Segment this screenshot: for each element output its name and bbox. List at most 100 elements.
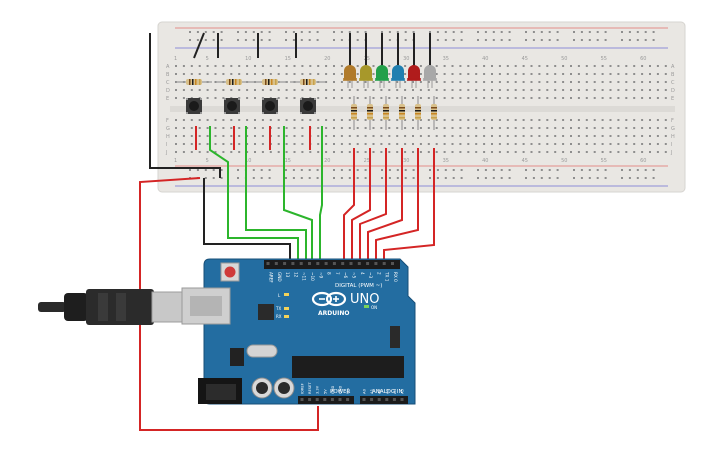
breadboard-hole[interactable] bbox=[198, 119, 201, 121]
rail-hole[interactable] bbox=[604, 169, 607, 171]
rail-hole[interactable] bbox=[556, 177, 559, 179]
breadboard-hole[interactable] bbox=[364, 81, 367, 83]
led[interactable] bbox=[375, 65, 389, 88]
rail-hole[interactable] bbox=[644, 39, 647, 41]
breadboard-hole[interactable] bbox=[404, 65, 407, 67]
resistor[interactable] bbox=[176, 79, 212, 85]
rail-hole[interactable] bbox=[252, 31, 255, 33]
rail-hole[interactable] bbox=[212, 177, 215, 179]
breadboard-hole[interactable] bbox=[238, 143, 241, 145]
breadboard-hole[interactable] bbox=[585, 119, 588, 121]
rail-hole[interactable] bbox=[356, 39, 359, 41]
breadboard-hole[interactable] bbox=[261, 65, 264, 67]
digital-pin[interactable] bbox=[357, 262, 361, 265]
breadboard-hole[interactable] bbox=[617, 151, 620, 153]
rail-hole[interactable] bbox=[364, 177, 367, 179]
breadboard-hole[interactable] bbox=[348, 97, 351, 99]
rail-hole[interactable] bbox=[204, 169, 207, 171]
breadboard-hole[interactable] bbox=[340, 151, 343, 153]
rail-hole[interactable] bbox=[429, 169, 431, 171]
breadboard-hole[interactable] bbox=[546, 73, 549, 75]
breadboard-hole[interactable] bbox=[246, 73, 249, 75]
breadboard-hole[interactable] bbox=[467, 151, 470, 153]
breadboard-hole[interactable] bbox=[325, 97, 328, 99]
breadboard-hole[interactable] bbox=[491, 119, 493, 121]
breadboard-hole[interactable] bbox=[293, 127, 296, 129]
breadboard-hole[interactable] bbox=[625, 89, 628, 91]
breadboard-hole[interactable] bbox=[293, 143, 296, 145]
breadboard-hole[interactable] bbox=[175, 97, 177, 99]
breadboard-hole[interactable] bbox=[198, 89, 201, 91]
breadboard-hole[interactable] bbox=[301, 73, 304, 75]
breadboard-hole[interactable] bbox=[277, 135, 280, 137]
breadboard-hole[interactable] bbox=[372, 89, 375, 91]
breadboard-hole[interactable] bbox=[404, 97, 407, 99]
rail-hole[interactable] bbox=[268, 31, 271, 33]
breadboard-hole[interactable] bbox=[609, 127, 612, 129]
rail-hole[interactable] bbox=[220, 169, 223, 171]
resistor[interactable] bbox=[367, 96, 373, 130]
breadboard-hole[interactable] bbox=[435, 97, 438, 99]
breadboard-hole[interactable] bbox=[412, 81, 414, 83]
breadboard-hole[interactable] bbox=[198, 135, 201, 137]
analog-pin[interactable] bbox=[400, 398, 404, 401]
breadboard-hole[interactable] bbox=[514, 151, 517, 153]
breadboard-hole[interactable] bbox=[483, 151, 486, 153]
digital-pin[interactable] bbox=[291, 262, 295, 265]
breadboard-hole[interactable] bbox=[467, 81, 470, 83]
breadboard-hole[interactable] bbox=[538, 135, 541, 137]
rail-hole[interactable] bbox=[492, 177, 495, 179]
breadboard-hole[interactable] bbox=[593, 135, 596, 137]
rail-hole[interactable] bbox=[308, 39, 311, 41]
breadboard-hole[interactable] bbox=[491, 81, 493, 83]
breadboard-hole[interactable] bbox=[656, 81, 659, 83]
breadboard-hole[interactable] bbox=[443, 119, 446, 121]
rail-hole[interactable] bbox=[308, 177, 311, 179]
breadboard-hole[interactable] bbox=[506, 81, 509, 83]
breadboard-hole[interactable] bbox=[435, 127, 438, 129]
breadboard-hole[interactable] bbox=[246, 135, 249, 137]
breadboard-hole[interactable] bbox=[577, 119, 580, 121]
breadboard-hole[interactable] bbox=[348, 151, 351, 153]
breadboard-hole[interactable] bbox=[372, 97, 375, 99]
breadboard-hole[interactable] bbox=[601, 89, 604, 91]
breadboard-hole[interactable] bbox=[609, 73, 612, 75]
breadboard-hole[interactable] bbox=[435, 89, 438, 91]
breadboard-hole[interactable] bbox=[451, 97, 454, 99]
breadboard-hole[interactable] bbox=[333, 81, 335, 83]
breadboard-hole[interactable] bbox=[554, 81, 557, 83]
led[interactable] bbox=[359, 65, 373, 88]
breadboard-hole[interactable] bbox=[467, 89, 470, 91]
rail-hole[interactable] bbox=[484, 31, 487, 33]
rail-hole[interactable] bbox=[196, 39, 199, 41]
breadboard-hole[interactable] bbox=[340, 81, 343, 83]
breadboard-hole[interactable] bbox=[633, 65, 636, 67]
breadboard-hole[interactable] bbox=[483, 73, 486, 75]
breadboard-hole[interactable] bbox=[175, 135, 177, 137]
breadboard-hole[interactable] bbox=[538, 73, 541, 75]
breadboard-hole[interactable] bbox=[601, 143, 604, 145]
breadboard-hole[interactable] bbox=[348, 119, 351, 121]
breadboard-hole[interactable] bbox=[206, 151, 209, 153]
rail-hole[interactable] bbox=[452, 177, 455, 179]
rail-hole[interactable] bbox=[396, 169, 399, 171]
breadboard-hole[interactable] bbox=[380, 151, 383, 153]
rail-hole[interactable] bbox=[460, 177, 463, 179]
breadboard-hole[interactable] bbox=[577, 81, 580, 83]
breadboard-hole[interactable] bbox=[546, 127, 549, 129]
breadboard-hole[interactable] bbox=[277, 143, 280, 145]
breadboard-hole[interactable] bbox=[593, 151, 596, 153]
breadboard-hole[interactable] bbox=[285, 127, 288, 129]
digital-pin[interactable] bbox=[324, 262, 328, 265]
breadboard-hole[interactable] bbox=[356, 65, 359, 67]
rail-hole[interactable] bbox=[477, 169, 479, 171]
rail-hole[interactable] bbox=[525, 169, 527, 171]
breadboard-hole[interactable] bbox=[633, 89, 636, 91]
breadboard-hole[interactable] bbox=[641, 127, 644, 129]
breadboard-hole[interactable] bbox=[625, 127, 628, 129]
resistor[interactable] bbox=[252, 79, 288, 85]
breadboard-hole[interactable] bbox=[546, 119, 549, 121]
rail-hole[interactable] bbox=[477, 31, 479, 33]
digital-pin[interactable] bbox=[266, 262, 270, 265]
led[interactable] bbox=[423, 65, 437, 88]
